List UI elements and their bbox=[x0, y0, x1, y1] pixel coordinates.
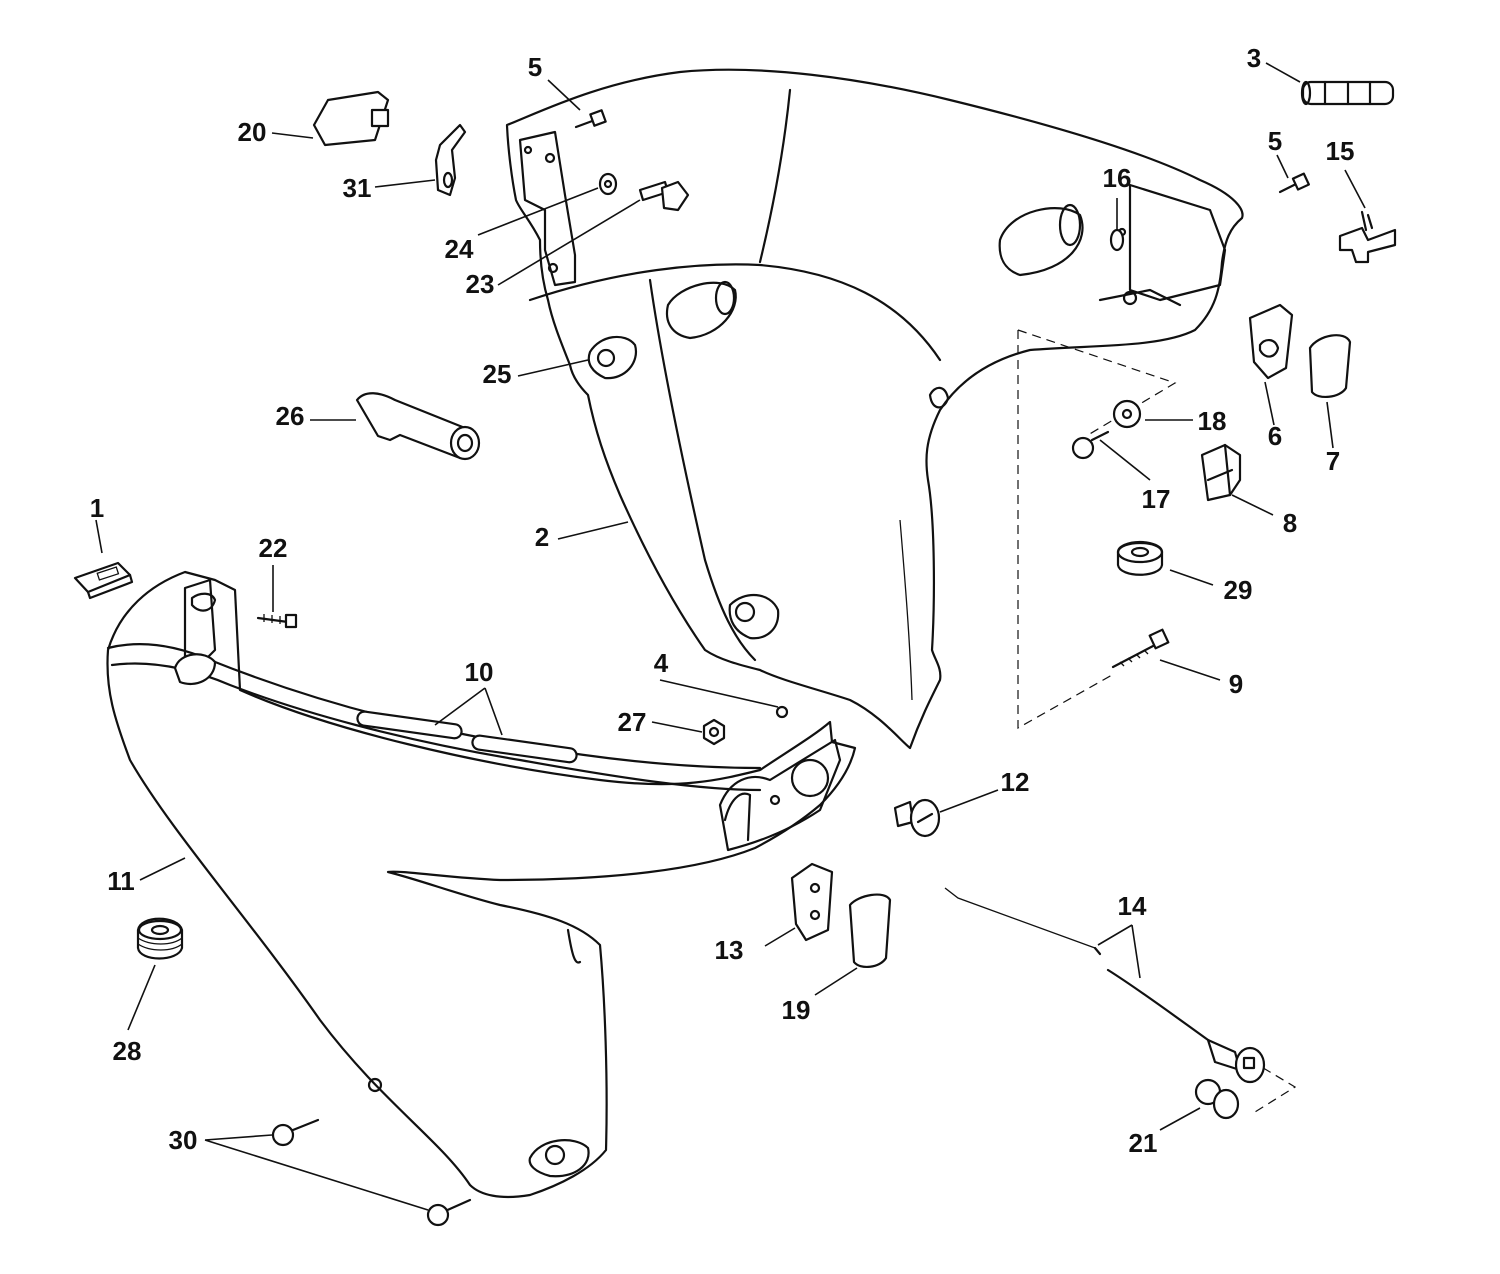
part-6-latch bbox=[1248, 303, 1294, 380]
part-10-seal-strips bbox=[356, 710, 578, 764]
part-12-knob bbox=[893, 798, 941, 838]
part-21-plug bbox=[1194, 1078, 1240, 1120]
callout-13: 13 bbox=[715, 935, 744, 965]
callout-23: 23 bbox=[466, 269, 495, 299]
callout-30: 30 bbox=[169, 1125, 198, 1155]
part-16-washer bbox=[1109, 228, 1125, 252]
part-22-screw bbox=[256, 613, 298, 629]
callout-20: 20 bbox=[238, 117, 267, 147]
callout-31: 31 bbox=[343, 173, 372, 203]
part-3-hose bbox=[1300, 80, 1395, 106]
callout-1: 1 bbox=[90, 493, 104, 523]
part-17-screw bbox=[1071, 430, 1110, 460]
part-30-screws bbox=[271, 1118, 472, 1227]
callout-2: 2 bbox=[535, 522, 549, 552]
part-13-latch bbox=[790, 862, 834, 942]
callout-11: 11 bbox=[107, 866, 135, 896]
callout-3: 3 bbox=[1247, 43, 1261, 73]
part-7-cap bbox=[1308, 334, 1352, 398]
callout-28: 28 bbox=[113, 1036, 142, 1066]
callout-17: 17 bbox=[1142, 484, 1171, 514]
callout-25: 25 bbox=[483, 359, 512, 389]
callout-29: 29 bbox=[1224, 575, 1253, 605]
part-26-tube bbox=[355, 392, 481, 461]
callout-5-right: 5 bbox=[1268, 126, 1282, 156]
callout-18: 18 bbox=[1198, 406, 1227, 436]
part-27-nut bbox=[702, 718, 726, 746]
callout-19: 19 bbox=[782, 995, 811, 1025]
part-23-bolt bbox=[638, 180, 690, 212]
callout-24: 24 bbox=[445, 234, 474, 264]
callout-8: 8 bbox=[1283, 508, 1297, 538]
callout-6: 6 bbox=[1268, 421, 1282, 451]
callout-9: 9 bbox=[1229, 669, 1243, 699]
part-18-washer bbox=[1112, 399, 1142, 429]
callout-7: 7 bbox=[1326, 446, 1340, 476]
callout-12: 12 bbox=[1001, 767, 1030, 797]
callout-16: 16 bbox=[1103, 163, 1132, 193]
callout-10: 10 bbox=[465, 657, 494, 687]
lower-cowl-part bbox=[106, 570, 857, 1199]
callout-4: 4 bbox=[654, 648, 669, 678]
callout-27: 27 bbox=[618, 707, 647, 737]
part-4-nut bbox=[775, 705, 789, 719]
part-20-handle bbox=[312, 90, 390, 147]
part-29-grommet bbox=[1116, 540, 1164, 576]
callout-21: 21 bbox=[1129, 1128, 1158, 1158]
part-5-screw-left bbox=[574, 109, 607, 129]
part-9-screw bbox=[1111, 628, 1170, 669]
callout-15: 15 bbox=[1326, 136, 1355, 166]
leader-lines bbox=[95, 62, 1366, 1211]
part-15-fitting bbox=[1338, 210, 1397, 264]
callout-22: 22 bbox=[259, 533, 288, 563]
callout-14: 14 bbox=[1118, 891, 1147, 921]
callout-26: 26 bbox=[276, 401, 305, 431]
part-24-washer bbox=[598, 172, 618, 196]
part-14-cable bbox=[1093, 946, 1266, 1084]
part-8-pad bbox=[1200, 443, 1242, 502]
upper-cowl-part bbox=[505, 68, 1244, 750]
alignment-lines bbox=[944, 329, 1297, 1113]
callout-5-left: 5 bbox=[528, 52, 542, 82]
part-28-grommet bbox=[136, 917, 184, 960]
part-5-screw-right bbox=[1278, 172, 1310, 194]
part-31-hook bbox=[434, 123, 467, 197]
part-1-clip bbox=[73, 561, 134, 600]
callout-labels: 1 2 3 4 5 5 6 7 8 9 10 11 12 13 14 15 16… bbox=[90, 43, 1355, 1158]
part-19-cap bbox=[848, 893, 892, 968]
